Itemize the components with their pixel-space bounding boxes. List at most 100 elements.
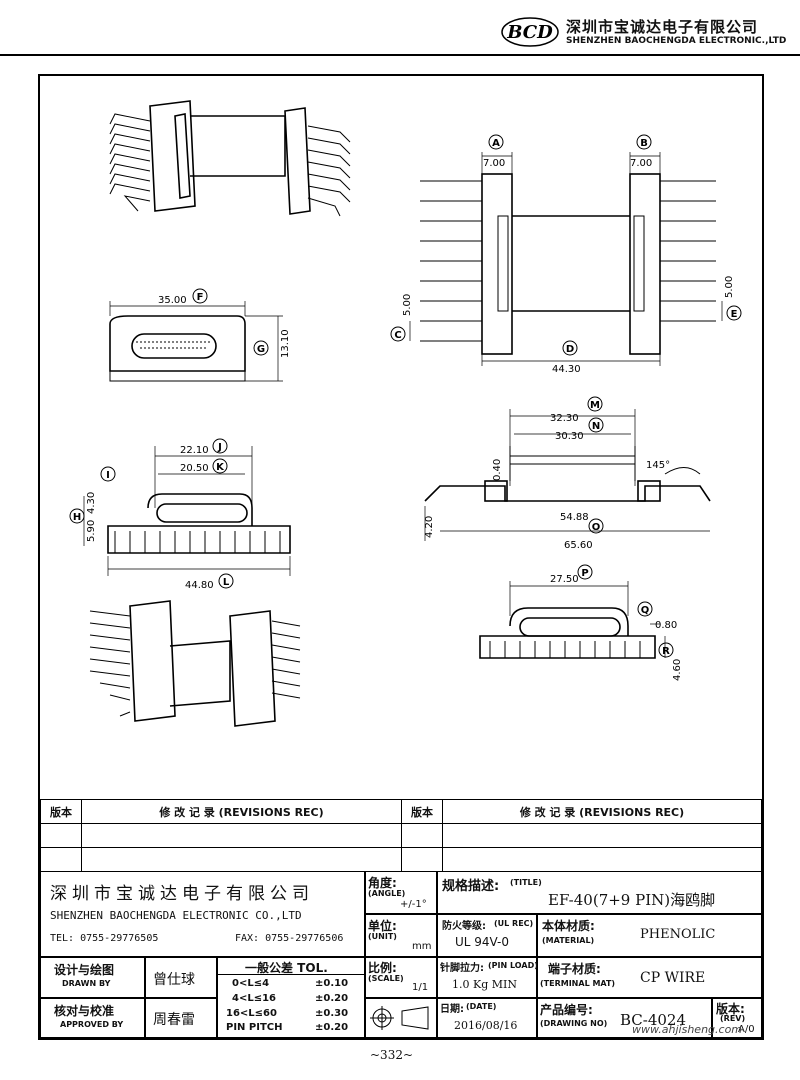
header-company-name-en: SHENZHEN BAOCHENGDA ELECTRONIC.,LTD bbox=[566, 36, 787, 46]
tb-angle-cn: 角度: bbox=[368, 876, 397, 890]
dim-E-value: 5.00 bbox=[724, 276, 735, 298]
rev-col-version: 版本 bbox=[40, 799, 82, 824]
dim-A-value: 7.00 bbox=[483, 158, 505, 169]
tb-tol-range: PIN PITCH bbox=[226, 1022, 283, 1033]
tb-tol-value: ±0.10 bbox=[315, 978, 349, 989]
tb-material-val: PHENOLIC bbox=[640, 927, 716, 942]
dim-O-value: 65.60 bbox=[564, 540, 593, 551]
dim-D-marker bbox=[562, 340, 578, 356]
tb-drawn-val: 曾仕球 bbox=[153, 972, 195, 988]
tb-tol-title: 一般公差 TOL. bbox=[245, 961, 328, 975]
svg-text:C: C bbox=[394, 330, 401, 341]
svg-text:M: M bbox=[590, 400, 600, 411]
tb-approved-cn: 核对与校准 bbox=[54, 1004, 115, 1018]
header-company-name-cn: 深圳市宝诚达电子有限公司 bbox=[566, 18, 759, 36]
tb-angle-en: (ANGLE) bbox=[368, 889, 406, 898]
dim-Q-value: 0.80 bbox=[655, 620, 677, 631]
side-view-left bbox=[83, 446, 291, 576]
tb-tol-range: 4<L≤16 bbox=[232, 993, 277, 1004]
svg-text:G: G bbox=[257, 344, 265, 355]
tb-terminal-val: CP WIRE bbox=[640, 970, 706, 986]
dim-H-marker bbox=[69, 508, 85, 524]
svg-text:J: J bbox=[217, 442, 222, 453]
tb-unit-en: (UNIT) bbox=[368, 932, 397, 941]
dim-P-value: 27.50 bbox=[550, 574, 579, 585]
dim-5488-value: 54.88 bbox=[560, 512, 589, 523]
header-divider bbox=[0, 54, 800, 56]
tb-terminal-cn: 端子材质: bbox=[548, 962, 601, 976]
tb-terminal-en: (TERMINAL MAT) bbox=[540, 979, 616, 988]
tb-pinload-val: 1.0 Kg MIN bbox=[452, 978, 517, 991]
svg-text:N: N bbox=[592, 421, 600, 432]
rev-col-record-2: 修 改 记 录 (REVISIONS REC) bbox=[442, 799, 762, 824]
tb-drawn-en: DRAWN BY bbox=[62, 979, 111, 988]
dim-L-value: 44.80 bbox=[185, 580, 214, 591]
tb-tol-value: ±0.20 bbox=[315, 993, 349, 1004]
dim-G-value: 13.10 bbox=[280, 329, 291, 358]
svg-text:O: O bbox=[592, 522, 601, 533]
tb-approved-val: 周春雷 bbox=[153, 1012, 195, 1028]
svg-text:F: F bbox=[197, 292, 204, 303]
dim-B-marker bbox=[636, 134, 652, 150]
page-number: ~332~ bbox=[370, 1048, 414, 1062]
drawing-frame bbox=[38, 74, 764, 1040]
svg-text:D: D bbox=[566, 344, 574, 355]
dim-M-value: 32.30 bbox=[550, 413, 579, 424]
svg-text:E: E bbox=[731, 309, 738, 320]
dim-J-marker bbox=[212, 438, 228, 454]
tb-title-val: EF-40(7+9 PIN)海鸥脚 bbox=[548, 891, 716, 909]
rev-col-version-2: 版本 bbox=[401, 799, 443, 824]
dim-I-marker bbox=[100, 466, 116, 482]
tb-unit-cn: 单位: bbox=[368, 919, 397, 933]
rev-col-record: 修 改 记 录 (REVISIONS REC) bbox=[81, 799, 402, 824]
tb-pinload-cn: 针脚拉力: bbox=[440, 963, 484, 974]
dim-K-value: 20.50 bbox=[180, 463, 209, 474]
dim-R-value: 4.60 bbox=[672, 659, 683, 681]
dim-M-marker bbox=[587, 396, 603, 412]
tb-tel: TEL: 0755-29776505 bbox=[50, 933, 159, 944]
company-logo: BCD bbox=[501, 17, 559, 47]
tb-scale-en: (SCALE) bbox=[368, 974, 404, 983]
isometric-view-top bbox=[109, 100, 351, 217]
svg-text:R: R bbox=[662, 646, 670, 657]
dim-D-value: 44.30 bbox=[552, 364, 581, 375]
dim-420-value: 4.20 bbox=[424, 516, 435, 538]
svg-text:A: A bbox=[492, 138, 500, 149]
tb-tol-range: 16<L≤60 bbox=[226, 1008, 277, 1019]
tb-tol-value: ±0.30 bbox=[315, 1008, 349, 1019]
dim-A-marker bbox=[488, 134, 504, 150]
logo-text: BCD bbox=[506, 22, 553, 43]
tb-drawing-no-en: (DRAWING NO) bbox=[540, 1019, 608, 1028]
dim-L-marker bbox=[218, 573, 234, 589]
tb-rev-val: A/0 bbox=[738, 1024, 755, 1035]
dim-Q-marker bbox=[637, 601, 653, 617]
dim-R-marker bbox=[658, 642, 674, 658]
dim-C-marker bbox=[390, 326, 406, 342]
tb-ul-cn: 防火等级: bbox=[442, 921, 486, 932]
dim-O-marker bbox=[588, 518, 604, 534]
dim-H-value: 5.90 bbox=[86, 520, 97, 542]
dim-E-marker bbox=[726, 305, 742, 321]
svg-text:B: B bbox=[640, 138, 648, 149]
revision-row bbox=[40, 823, 762, 848]
dim-040-value: 0.40 bbox=[492, 459, 503, 481]
tb-material-cn: 本体材质: bbox=[542, 919, 595, 933]
dim-B-value: 7.00 bbox=[630, 158, 652, 169]
dim-angle-value: 145° bbox=[646, 460, 670, 471]
isometric-view-bottom bbox=[89, 600, 301, 727]
top-view-right bbox=[409, 152, 723, 366]
tb-rev-en: (REV) bbox=[720, 1014, 746, 1023]
dim-J-value: 22.10 bbox=[180, 445, 209, 456]
svg-text:Q: Q bbox=[641, 605, 650, 616]
tb-date-cn: 日期: bbox=[440, 1004, 464, 1015]
tb-ul-en: (UL REC) bbox=[494, 919, 534, 928]
tb-unit-val: mm bbox=[412, 941, 432, 952]
dim-N-value: 30.30 bbox=[555, 431, 584, 442]
revisions-header-row: 版本 修 改 记 录 (REVISIONS REC) 版本 修 改 记 录 (R… bbox=[40, 799, 762, 824]
svg-text:P: P bbox=[581, 568, 588, 579]
front-view bbox=[109, 301, 283, 382]
dim-N-marker bbox=[588, 417, 604, 433]
dim-I-value: 4.30 bbox=[86, 492, 97, 514]
projection-symbol-icon bbox=[370, 1006, 429, 1030]
tb-scale-cn: 比例: bbox=[368, 961, 397, 975]
